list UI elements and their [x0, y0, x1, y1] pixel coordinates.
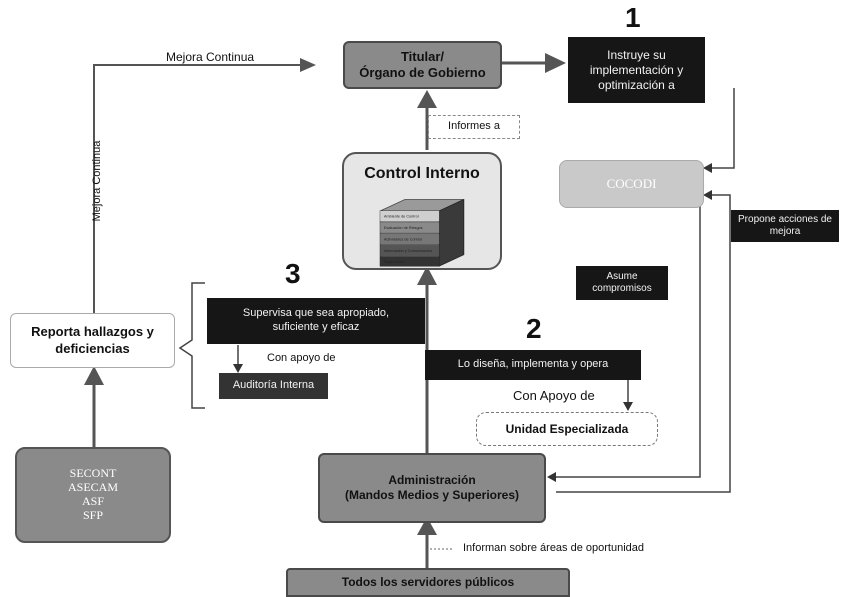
propone-acciones-box: Propone acciones de mejora [731, 210, 839, 242]
coso-cube-icon: Ambiente de Control Evaluación de Riesgo… [379, 198, 465, 267]
cube-label-2: Evaluación de Riesgos [384, 226, 423, 230]
administracion-line2: (Mandos Medios y Superiores) [344, 488, 520, 502]
mejora-continua-side-label: Mejora Continua [91, 140, 103, 222]
reporta-hallazgos-box: Reporta hallazgos y deficiencias [10, 313, 175, 368]
titular-line2: Órgano de Gobierno [359, 65, 486, 80]
instruye-box: Instruye su implementación y optimizació… [568, 37, 705, 103]
step-number-2: 2 [526, 313, 542, 344]
entity-asecam: ASECAM [67, 480, 118, 495]
todos-servidores-box: Todos los servidores públicos [286, 568, 570, 597]
mejora-continua-top-label: Mejora Continua [166, 50, 255, 64]
entity-secont: SECONT [69, 466, 117, 481]
external-auditors-box: SECONT ASECAM ASF SFP [15, 447, 171, 543]
titular-line1: Titular/ [400, 48, 445, 64]
auditoria-interna-box: Auditoría Interna [219, 373, 328, 399]
entity-sfp: SFP [82, 507, 104, 522]
administracion-box: Administración (Mandos Medios y Superior… [318, 453, 546, 523]
cube-label-3: Actividades de Control [384, 237, 422, 241]
disena-implementa-opera-box: Lo diseña, implementa y opera [425, 350, 641, 380]
cube-label-4: Información y Comunicación [384, 249, 432, 253]
step-number-1: 1 [625, 2, 641, 33]
asume-compromisos-box: Asume compromisos [576, 266, 668, 300]
entity-asf: ASF [81, 494, 104, 508]
unidad-especializada-box: Unidad Especializada [476, 412, 658, 446]
administracion-line1: Administración [388, 473, 476, 487]
cube-label-1: Ambiente de Control [384, 215, 419, 219]
step-number-3: 3 [285, 258, 301, 289]
cocodi-box: COCODI [559, 160, 704, 208]
supervisa-box: Supervisa que sea apropiado, suficiente … [207, 298, 425, 344]
con-apoyo-de-label-2: Con Apoyo de [513, 388, 595, 403]
control-interno-title: Control Interno [364, 165, 480, 182]
informan-label: Informan sobre áreas de oportunidad [463, 542, 645, 554]
cube-label-5: Supervisión [384, 260, 404, 264]
informes-label: Informes a [428, 115, 520, 139]
control-interno-box: Control Interno Ambiente de Control Eval… [342, 152, 502, 270]
con-apoyo-de-label-1: Con apoyo de [267, 352, 336, 364]
titular-organo-gobierno-box: Titular/ Órgano de Gobierno [343, 41, 502, 89]
